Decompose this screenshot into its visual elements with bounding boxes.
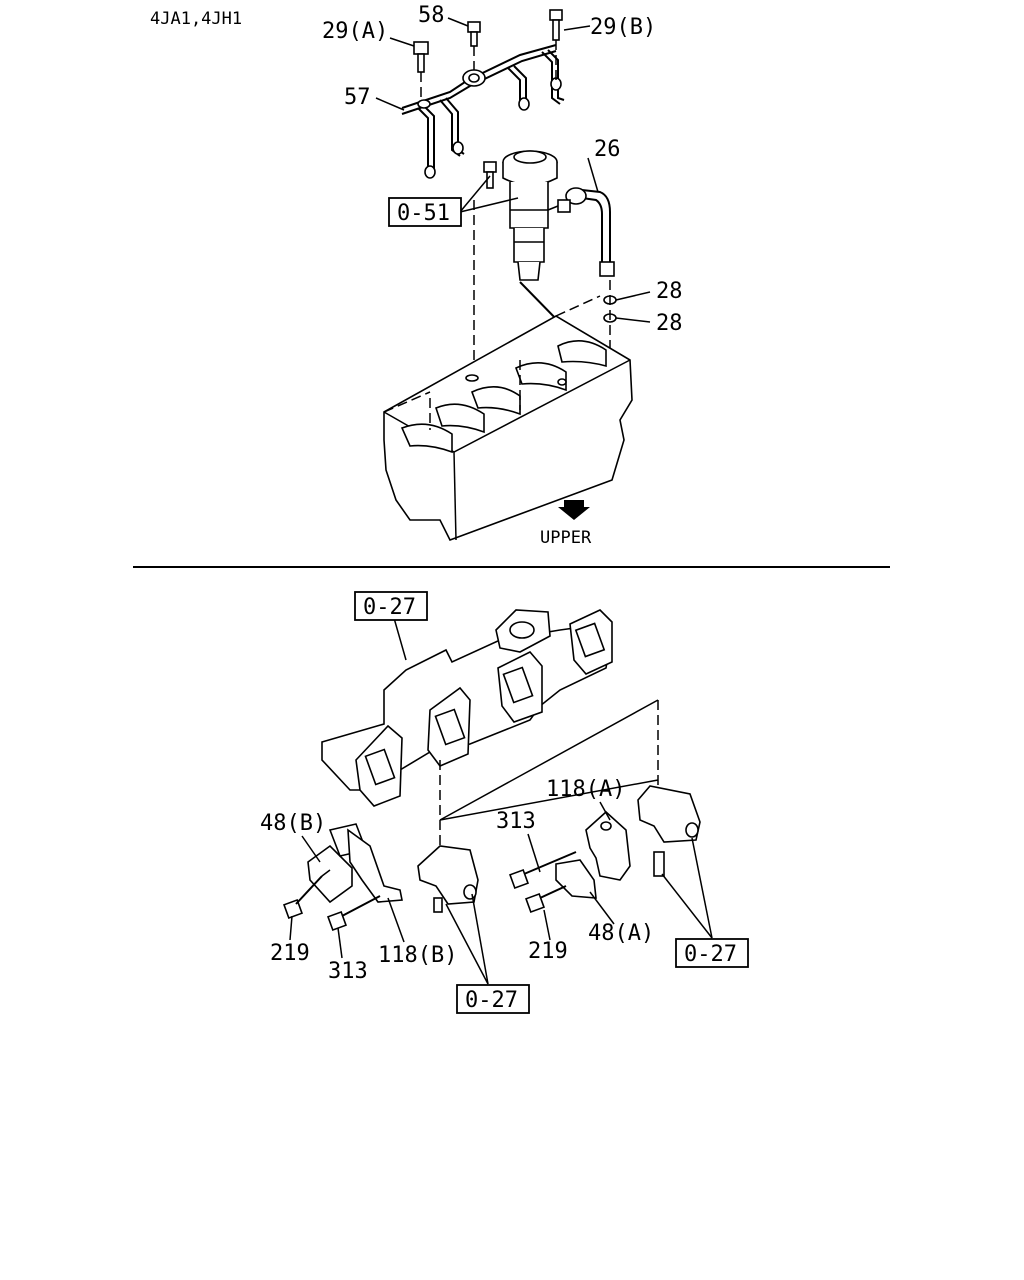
bottom-leader-lines [289, 617, 713, 985]
ref-box-027-manifold [354, 591, 428, 621]
callout-313-left: 313 [328, 959, 368, 984]
callout-118b: 118(B) [378, 943, 457, 968]
callout-219-left: 219 [270, 941, 310, 966]
ref-box-027-center [456, 984, 530, 1014]
left-bracket-assembly [283, 823, 479, 931]
ref-027-right-label: 0-27 [684, 942, 737, 967]
callout-118a: 118(A) [546, 777, 625, 802]
callout-57: 57 [344, 85, 371, 110]
bolt-29a [413, 41, 429, 100]
callout-48b: 48(B) [260, 811, 326, 836]
fuel-pipe-26 [547, 187, 615, 277]
bolt-29b [549, 9, 563, 80]
bottom-section: 0-27 0-27 0-27 118(A) 313 48(B) 219 313 … [260, 591, 749, 1014]
bolt-58 [467, 21, 481, 70]
ref-box-051 [388, 197, 462, 227]
upper-direction-arrow-icon [558, 500, 590, 520]
top-leader-lines [375, 17, 651, 323]
callout-58: 58 [418, 3, 445, 28]
engine-model-label: 4JA1,4JH1 [150, 9, 242, 29]
ref-027-manifold-label: 0-27 [363, 595, 416, 620]
ref-box-027-right [675, 938, 749, 968]
callout-28-lower: 28 [656, 311, 683, 336]
callout-313-right: 313 [496, 809, 536, 834]
callout-48a: 48(A) [588, 921, 654, 946]
callout-26: 26 [594, 137, 621, 162]
upper-direction-label: UPPER [540, 528, 592, 548]
ref-051-label: 0-51 [397, 201, 450, 226]
top-section: 29(A) 58 29(B) 57 26 28 28 0-51 UPPER [322, 3, 683, 548]
callout-29a: 29(A) [322, 19, 388, 44]
callout-29b: 29(B) [590, 15, 656, 40]
ref-027-center-label: 0-27 [465, 988, 518, 1013]
exhaust-manifold [321, 609, 659, 880]
cylinder-head [383, 295, 633, 541]
callout-219-right: 219 [528, 939, 568, 964]
right-bracket-assembly [509, 785, 701, 913]
callout-28-upper: 28 [656, 279, 683, 304]
